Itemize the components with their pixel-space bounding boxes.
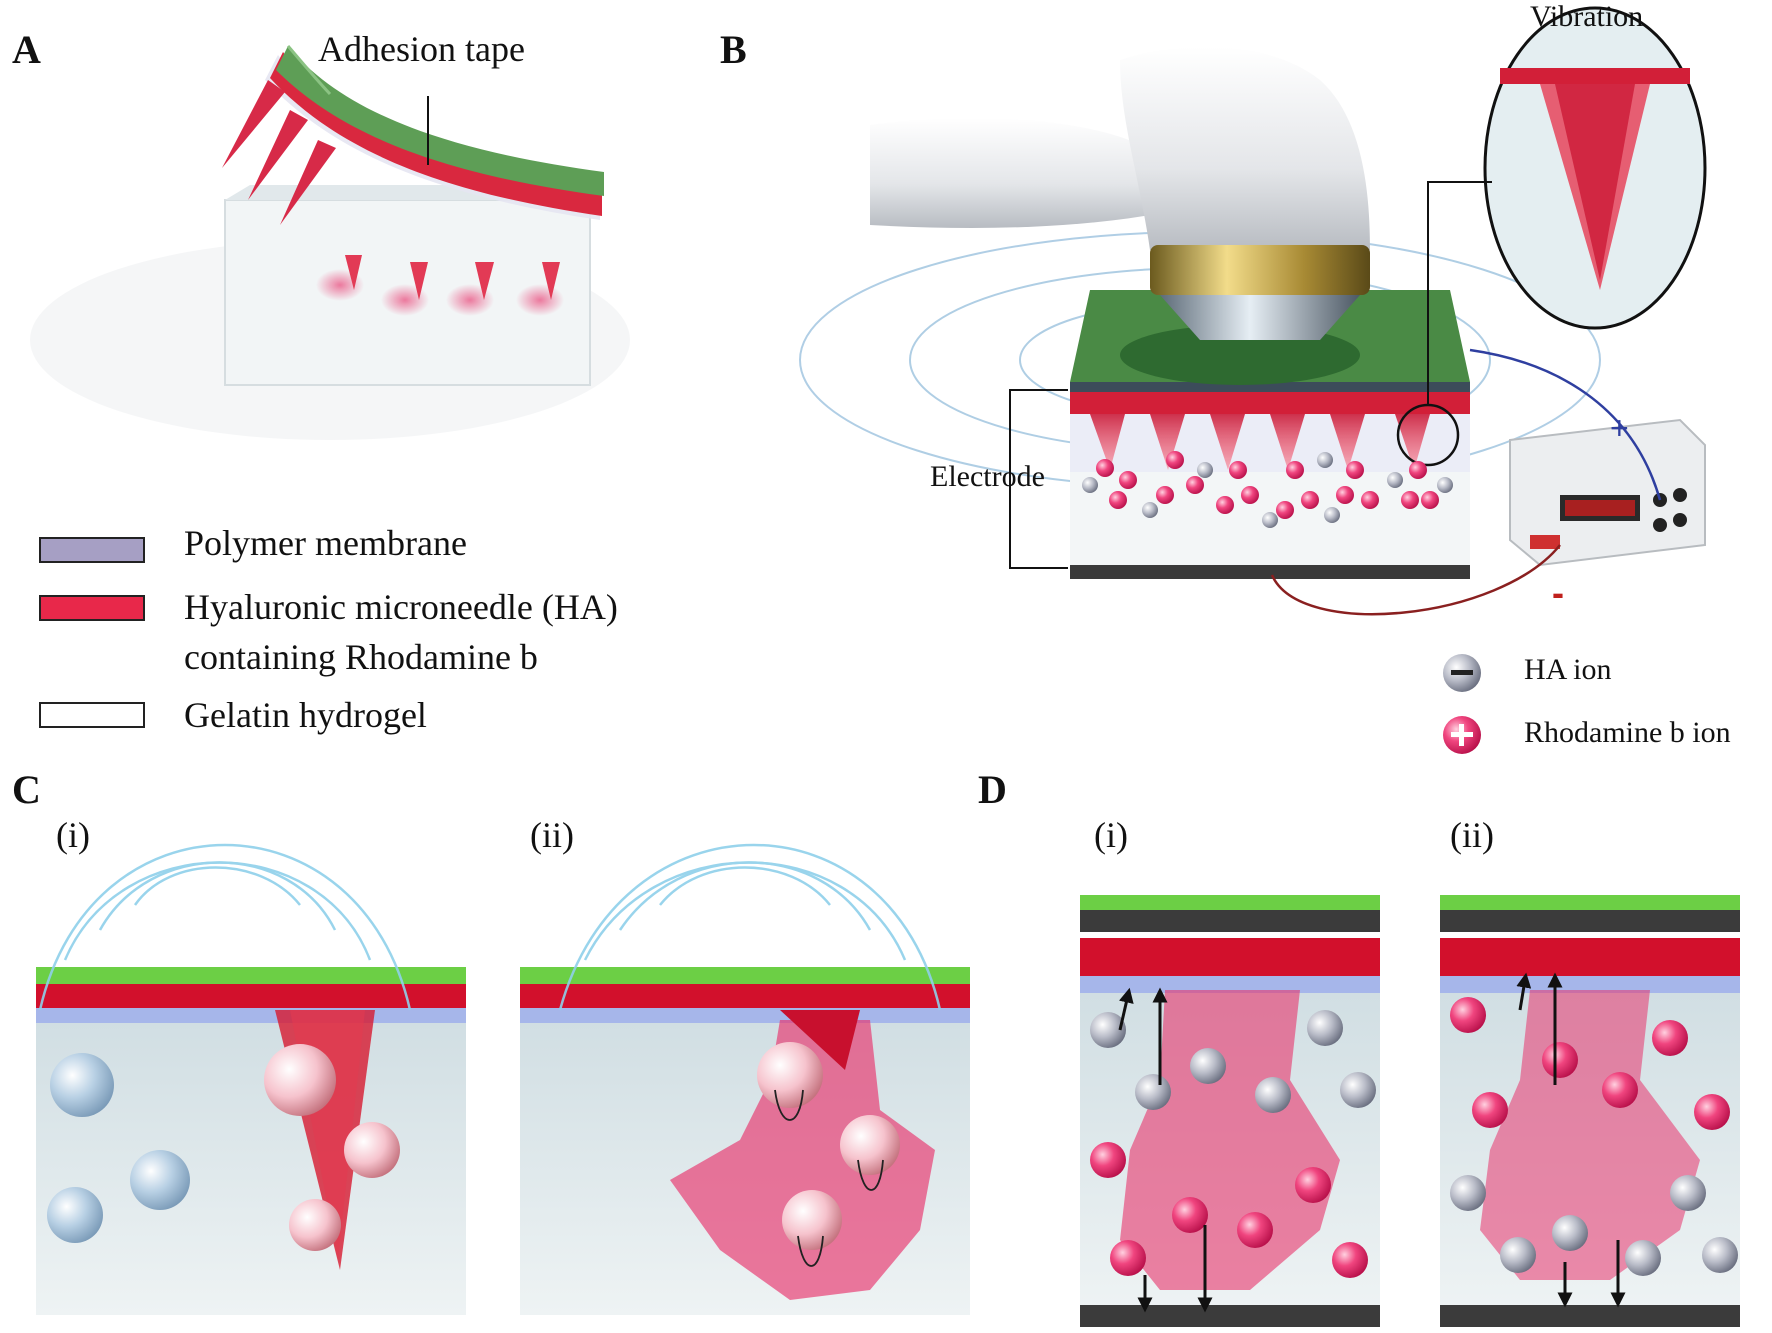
adhesion-tape-label: Adhesion tape [318, 29, 525, 69]
positive-terminal-sign: + [1610, 410, 1629, 446]
panel-c-label: C [12, 767, 41, 812]
panel-c-i-illustration [36, 843, 466, 1315]
vibration-label: Vibration [1530, 0, 1644, 33]
legend-ion-icons [1443, 654, 1481, 754]
panel-d-label: D [978, 767, 1007, 812]
legend-ha-ion: HA ion [1524, 653, 1612, 686]
panel-a-label: A [12, 27, 41, 72]
panel-d-sub-i: (i) [1094, 815, 1128, 855]
legend-swatches [39, 537, 145, 728]
panel-b-illustration [799, 6, 1707, 616]
panel-b-ions [1082, 451, 1453, 528]
panel-a-illustration [30, 45, 630, 440]
panel-b-label: B [720, 27, 747, 72]
legend-containing-rhodamine: containing Rhodamine b [184, 637, 538, 677]
legend-hyaluronic-microneedle: Hyaluronic microneedle (HA) [184, 587, 618, 627]
legend-gelatin-hydrogel: Gelatin hydrogel [184, 695, 427, 735]
legend-polymer-membrane: Polymer membrane [184, 523, 467, 563]
panel-d-i-illustration [1080, 895, 1380, 1327]
panel-c-sub-i: (i) [56, 815, 90, 855]
panel-c-sub-ii: (ii) [530, 815, 574, 855]
panel-d-ii-illustration [1440, 895, 1740, 1327]
panel-d-sub-ii: (ii) [1450, 815, 1494, 855]
negative-terminal-sign: - [1552, 572, 1564, 613]
panel-c-ii-illustration [520, 843, 970, 1315]
electrode-label: Electrode [930, 460, 1045, 493]
legend-rhodamine-ion: Rhodamine b ion [1524, 716, 1731, 749]
